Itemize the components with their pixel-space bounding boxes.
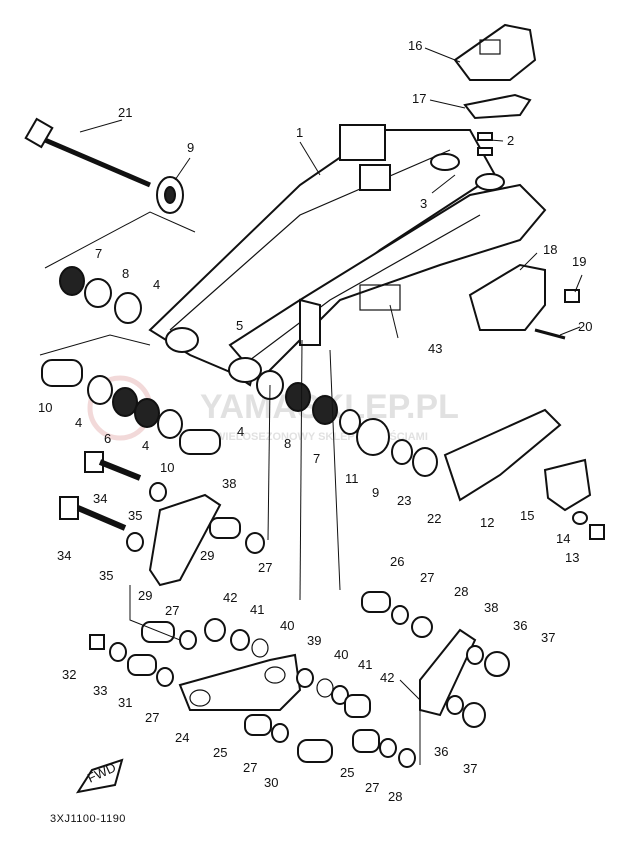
- callout-27c: 27: [165, 603, 179, 618]
- callout-17: 17: [412, 91, 426, 106]
- callout-24: 24: [175, 730, 189, 745]
- callout-29a: 29: [200, 548, 214, 563]
- callout-12: 12: [480, 515, 494, 530]
- chain-guide-bolts: [477, 132, 493, 156]
- callout-28a: 28: [454, 584, 468, 599]
- callout-3: 3: [420, 196, 427, 211]
- callout-36b: 36: [434, 744, 448, 759]
- lower-chain-guide: [443, 408, 605, 540]
- callout-37a: 37: [541, 630, 555, 645]
- callout-8b: 8: [284, 436, 291, 451]
- callout-7b: 7: [313, 451, 320, 466]
- callout-16: 16: [408, 38, 422, 53]
- callout-5: 5: [236, 318, 243, 333]
- callout-33: 33: [93, 683, 107, 698]
- callout-2: 2: [507, 133, 514, 148]
- callout-14: 14: [556, 531, 570, 546]
- callout-42b: 42: [380, 670, 394, 685]
- callout-27b: 27: [420, 570, 434, 585]
- callout-21: 21: [118, 105, 132, 120]
- callout-4c: 4: [142, 438, 149, 453]
- callout-34b: 34: [57, 548, 71, 563]
- chain-guide: [453, 23, 537, 120]
- callout-4a: 4: [153, 277, 160, 292]
- callout-32: 32: [62, 667, 76, 682]
- callout-20: 20: [578, 319, 592, 334]
- callout-10a: 10: [38, 400, 52, 415]
- callout-4b: 4: [75, 415, 82, 430]
- callout-41b: 41: [358, 657, 372, 672]
- callout-39: 39: [307, 633, 321, 648]
- callout-6: 6: [104, 431, 111, 446]
- callout-40a: 40: [280, 618, 294, 633]
- left-bearings: [41, 359, 221, 455]
- callout-1: 1: [296, 125, 303, 140]
- callout-7a: 7: [95, 246, 102, 261]
- callout-36a: 36: [513, 618, 527, 633]
- callout-23: 23: [397, 493, 411, 508]
- callout-18: 18: [543, 242, 557, 257]
- callout-27e: 27: [243, 760, 257, 775]
- forward-arrow: FWD: [75, 758, 124, 794]
- callout-11: 11: [345, 471, 359, 486]
- callout-40b: 40: [334, 647, 348, 662]
- callout-34a: 34: [93, 491, 107, 506]
- pivot-shaft: [24, 117, 184, 214]
- callouts: 1 2 3 4 4 4 4 5 6 7 7 8 8 9 9 10 10 11 1…: [38, 38, 592, 804]
- callout-25a: 25: [213, 745, 227, 760]
- callout-13: 13: [565, 550, 579, 565]
- callout-31: 31: [118, 695, 132, 710]
- callout-37b: 37: [463, 761, 477, 776]
- callout-35b: 35: [99, 568, 113, 583]
- callout-19: 19: [572, 254, 586, 269]
- relay-arm: [89, 618, 416, 768]
- diagram-code: 3XJ1100-1190: [50, 813, 126, 825]
- callout-8a: 8: [122, 266, 129, 281]
- callout-15: 15: [520, 508, 534, 523]
- callout-38b: 38: [484, 600, 498, 615]
- callout-30: 30: [264, 775, 278, 790]
- callout-9b: 9: [372, 485, 379, 500]
- callout-28b: 28: [388, 789, 402, 804]
- callout-27f: 27: [365, 780, 379, 795]
- callout-4d: 4: [237, 424, 244, 439]
- watermark-subtitle: WIELOSEZONOWY SKLEP Z CZĘŚCIAMI: [215, 430, 428, 443]
- callout-38a: 38: [222, 476, 236, 491]
- callout-27d: 27: [145, 710, 159, 725]
- callout-25b: 25: [340, 765, 354, 780]
- swingarm: [148, 124, 547, 387]
- callout-9a: 9: [187, 140, 194, 155]
- relay-bolts: [59, 451, 265, 587]
- callout-29b: 29: [138, 588, 152, 603]
- callout-41a: 41: [250, 602, 264, 617]
- right-plate: [468, 263, 580, 340]
- leader-lines: [79, 47, 583, 601]
- callout-27a: 27: [258, 560, 272, 575]
- callout-10b: 10: [160, 460, 174, 475]
- callout-26: 26: [390, 554, 404, 569]
- callout-43: 43: [428, 341, 442, 356]
- group-brackets: [39, 211, 421, 765]
- callout-42a: 42: [223, 590, 237, 605]
- callout-35a: 35: [128, 508, 142, 523]
- upper-bushings: [59, 266, 142, 324]
- callout-22: 22: [427, 511, 441, 526]
